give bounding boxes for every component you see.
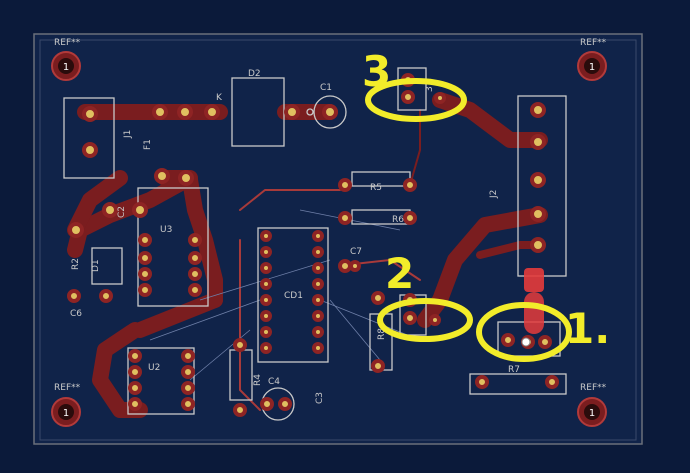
- ref-label: REF**: [54, 383, 81, 393]
- selected-via: [521, 337, 531, 347]
- label-r5: R5: [370, 183, 382, 193]
- ref-label: REF**: [580, 38, 607, 48]
- annotation-label-1: 1.: [565, 304, 610, 353]
- highlight-ellipse-2: [377, 298, 473, 342]
- label-c4: C4: [268, 377, 280, 387]
- mount-hole-label: 1: [63, 408, 69, 419]
- label-r8: R8: [377, 328, 387, 340]
- mount-hole-label: 1: [589, 408, 595, 419]
- mount-hole-label: 1: [589, 62, 595, 73]
- highlight-ellipse-3: [365, 78, 467, 122]
- mount-holes: [51, 51, 607, 427]
- label-c6: C6: [70, 309, 82, 319]
- mount-hole-label: 1: [63, 62, 69, 73]
- label-u2: U2: [148, 363, 160, 373]
- highlight-annotations: [365, 78, 572, 362]
- label-j2: J2: [489, 190, 499, 199]
- label-k: K: [216, 93, 223, 103]
- ref-label: REF**: [54, 38, 81, 48]
- label-c1: C1: [320, 83, 332, 93]
- highlight-ellipse-1: [476, 302, 572, 362]
- label-d1: D1: [91, 259, 101, 272]
- label-u3: U3: [160, 225, 172, 235]
- label-f1: F1: [143, 139, 153, 150]
- label-cd1: CD1: [284, 291, 303, 301]
- annotation-label-3: 3: [362, 47, 391, 96]
- selected-pad[interactable]: [524, 268, 544, 292]
- cd1-pads: [260, 230, 324, 354]
- selected-track: [524, 292, 544, 334]
- label-d2: D2: [248, 69, 261, 79]
- label-q3: 3: [425, 86, 435, 92]
- label-r7: R7: [508, 365, 520, 375]
- label-c7: C7: [350, 247, 362, 257]
- board-edge: [39, 39, 637, 441]
- annotation-label-2: 2: [385, 249, 414, 298]
- label-c2: C2: [117, 206, 127, 218]
- label-r6: R6: [392, 215, 404, 225]
- label-c3: C3: [315, 392, 325, 404]
- label-j1: J1: [123, 130, 133, 139]
- label-r4: R4: [253, 374, 263, 386]
- ref-label: REF**: [580, 383, 607, 393]
- label-r2: R2: [71, 258, 81, 270]
